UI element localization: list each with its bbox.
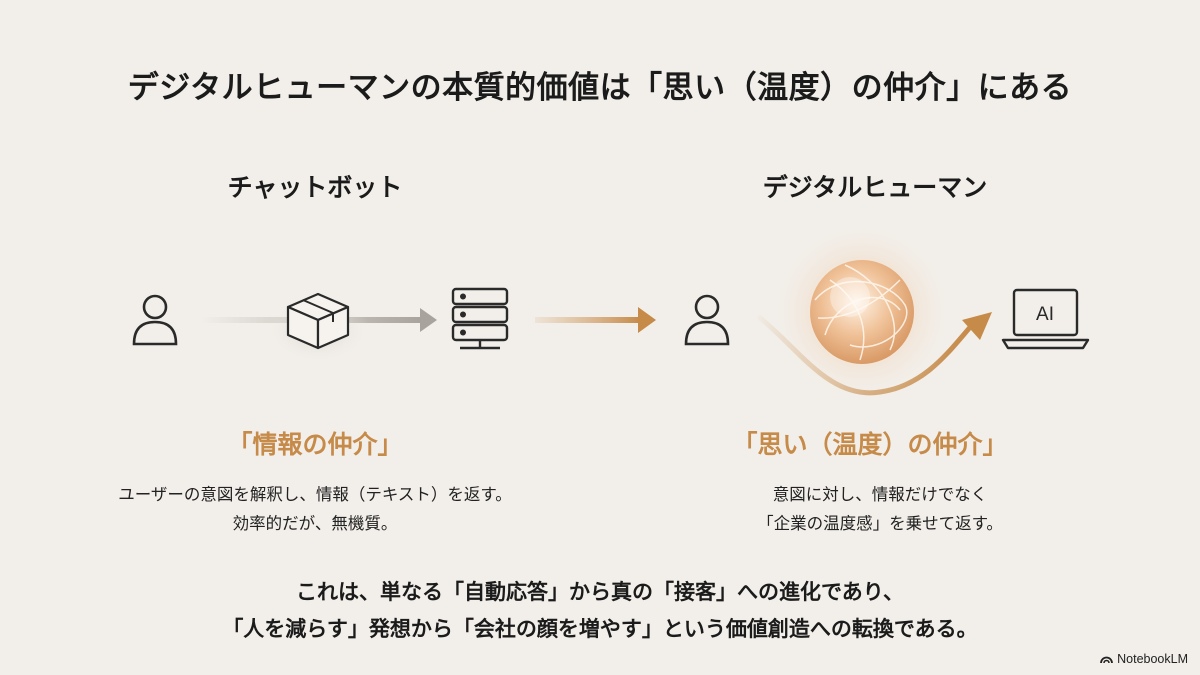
glowing-orb-icon	[767, 217, 957, 407]
transition-arrow	[535, 307, 656, 333]
laptop-ai-label: AI	[1036, 304, 1054, 325]
digital-human-user-icon	[684, 294, 730, 346]
chatbot-heading: チャットボット	[227, 173, 403, 202]
chatbot-description-line1: ユーザーの意図を解釈し、情報（テキスト）を返す。	[118, 485, 512, 504]
digital-human-description: 意図に対し、情報だけでなく 「企業の温度感」を乗せて返す。	[600, 480, 1160, 538]
ai-laptop-icon: AI	[1001, 288, 1090, 350]
notebooklm-logo-icon	[1100, 656, 1114, 664]
chatbot-user-icon	[132, 294, 178, 346]
page-title: デジタルヒューマンの本質的価値は「思い（温度）の仲介」にある	[127, 70, 1073, 106]
box-icon	[266, 292, 370, 364]
digital-human-description-line1: 意図に対し、情報だけでなく	[772, 485, 988, 504]
conclusion-line1: これは、単なる「自動応答」から真の「接客」への進化であり、	[296, 580, 904, 604]
server-icon	[451, 287, 509, 350]
digital-human-description-line2: 「企業の温度感」を乗せて返す。	[757, 514, 1003, 533]
conclusion-text: これは、単なる「自動応答」から真の「接客」への進化であり、 「人を減らす」発想か…	[0, 574, 1200, 648]
digital-human-heading: デジタルヒューマン	[762, 173, 988, 202]
digital-human-concept-label: 「思い（温度）の仲介」	[732, 430, 1008, 459]
brand-label: NotebookLM	[1117, 652, 1188, 666]
notebooklm-brand: NotebookLM	[1100, 652, 1188, 666]
conclusion-line2: 「人を減らす」発想から「会社の顔を増やす」という価値創造への転換である。	[222, 617, 978, 641]
chatbot-description: ユーザーの意図を解釈し、情報（テキスト）を返す。 効率的だが、無機質。	[35, 480, 595, 538]
chatbot-description-line2: 効率的だが、無機質。	[232, 514, 398, 533]
chatbot-concept-label: 「情報の仲介」	[227, 430, 403, 459]
